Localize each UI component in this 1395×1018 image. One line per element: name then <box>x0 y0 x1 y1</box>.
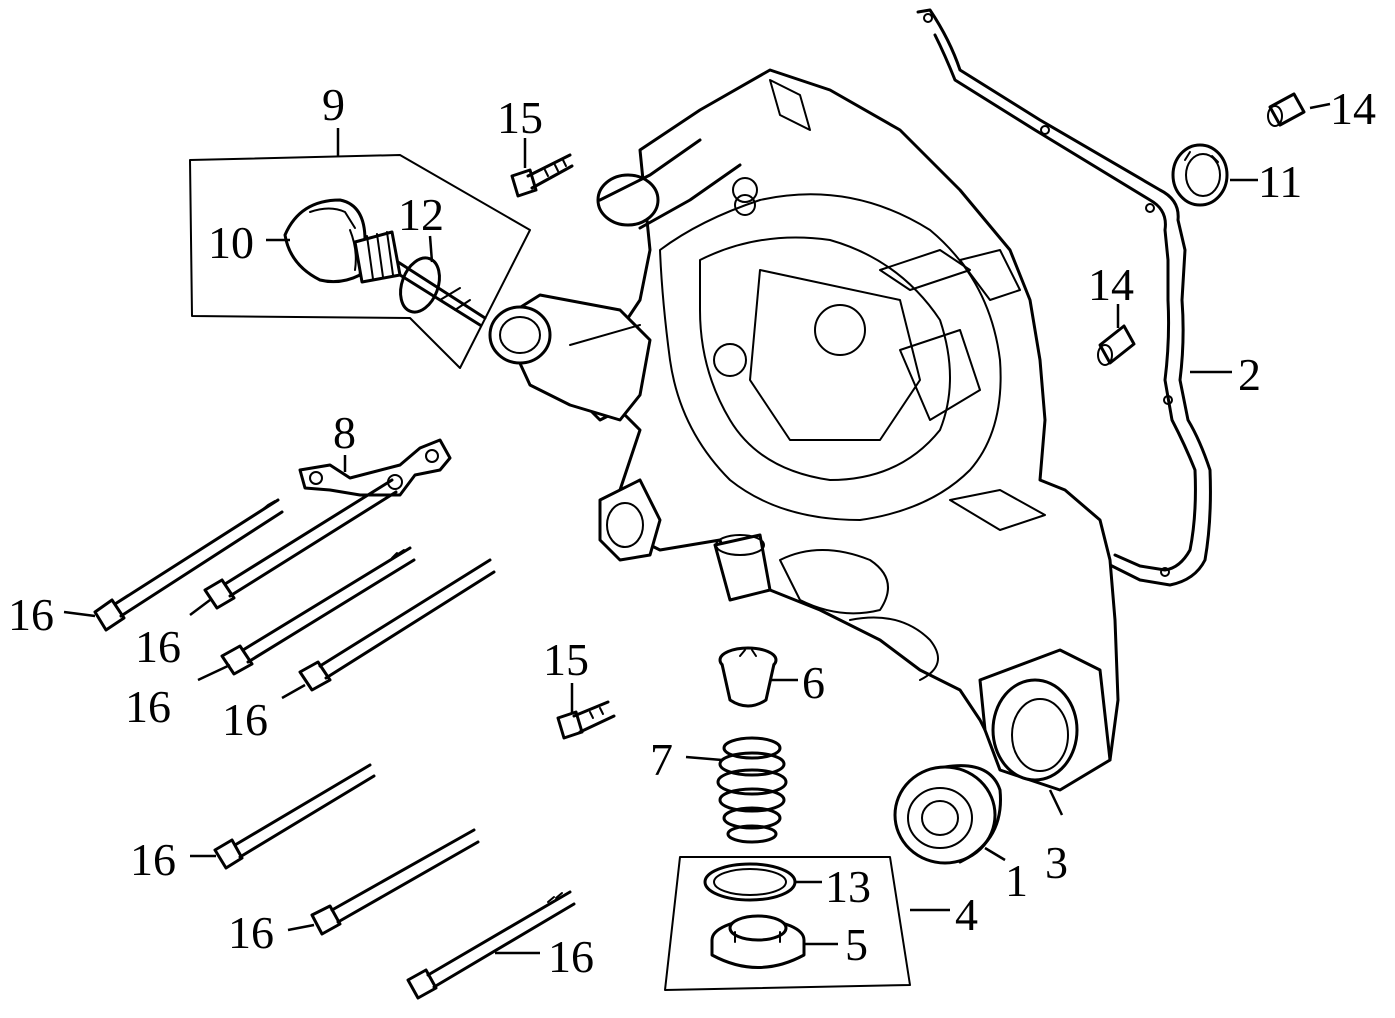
filler-neck <box>488 293 652 422</box>
callout-8: 8 <box>333 407 356 458</box>
callout-10: 10 <box>208 217 254 268</box>
bolt-15-bottom <box>556 700 616 740</box>
callout-16-g: 16 <box>548 931 594 982</box>
callout-9: 9 <box>322 79 345 130</box>
callout-16-a: 16 <box>8 589 54 640</box>
callout-15-bottom: 15 <box>543 634 589 685</box>
drain-plug <box>710 914 806 969</box>
callout-14-top: 14 <box>1330 83 1376 134</box>
gasket <box>916 8 1212 587</box>
bearing <box>893 764 1002 865</box>
bolt-16-f <box>310 828 480 936</box>
dowel-pin-mid <box>1097 324 1136 366</box>
strainer-group-frame <box>664 856 911 991</box>
bracket <box>298 438 452 497</box>
dipstick-cap <box>283 198 367 284</box>
bolt-16-b <box>203 478 398 610</box>
callout-16-f: 16 <box>228 907 274 958</box>
dipstick-group-frame <box>189 128 531 369</box>
callout-6: 6 <box>802 657 825 708</box>
callout-14-mid: 14 <box>1088 259 1134 310</box>
callout-11: 11 <box>1258 156 1302 207</box>
callout-16-e: 16 <box>130 834 176 885</box>
callout-16-d: 16 <box>222 694 268 745</box>
oil-seal <box>1171 143 1229 207</box>
callout-1: 1 <box>1005 855 1028 906</box>
callout-5: 5 <box>845 919 868 970</box>
crankcase-cover <box>578 68 1120 792</box>
callout-15-top: 15 <box>497 92 543 143</box>
dipstick-rod <box>396 260 487 327</box>
callout-2: 2 <box>1238 349 1261 400</box>
callout-13: 13 <box>825 861 871 912</box>
spring <box>716 736 788 844</box>
dowel-pin-top <box>1267 92 1306 127</box>
bolt-16-c <box>220 546 416 676</box>
dipstick-threads <box>353 230 402 284</box>
callout-4: 4 <box>955 889 978 940</box>
bolt-16-a <box>93 498 284 632</box>
callout-3: 3 <box>1045 837 1068 888</box>
callout-12: 12 <box>398 189 444 240</box>
dipstick-oring <box>399 256 441 314</box>
callout-16-c: 16 <box>125 681 171 732</box>
bolt-16-e <box>213 763 376 870</box>
callout-16-b: 16 <box>135 621 181 672</box>
strainer-oring <box>703 862 797 902</box>
strainer-cap <box>718 646 778 708</box>
leader-lines <box>63 102 1331 955</box>
bolt-16-g <box>406 890 576 1000</box>
bolt-15-top <box>510 153 574 198</box>
callout-7: 7 <box>650 734 673 785</box>
bolt-16-d <box>298 558 496 692</box>
